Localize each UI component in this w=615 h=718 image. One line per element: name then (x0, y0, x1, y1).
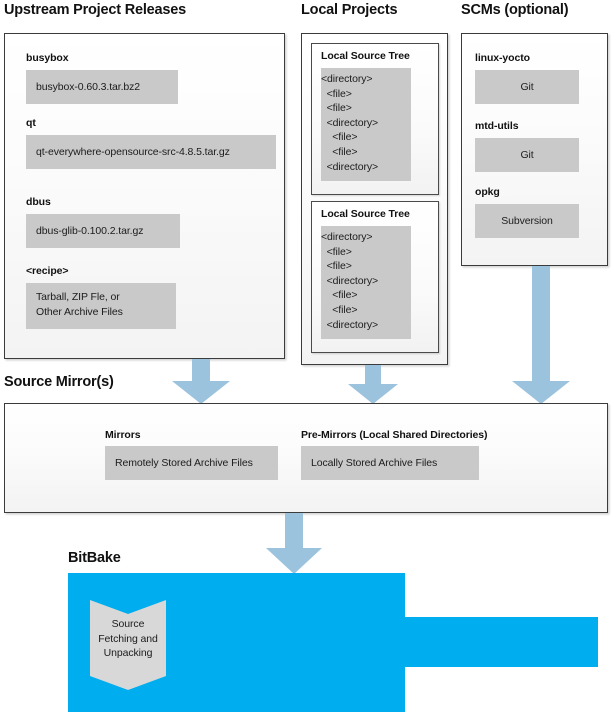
section-title-upstream: Upstream Project Releases (4, 2, 186, 18)
bitbake-body-shape (68, 573, 598, 712)
tree-row: <file> (321, 303, 358, 316)
source-mirror-label-pre-mirrors: Pre-Mirrors (Local Shared Directories) (301, 429, 488, 441)
tree-row: <file> (321, 145, 358, 158)
scm-item-value-mtd-utils: Git (475, 138, 579, 172)
recipe-value-line-1: Tarball, ZIP Fle, or (36, 291, 120, 303)
tree-row: <directory> (321, 318, 379, 331)
local-source-tree-label-2: Local Source Tree (321, 208, 410, 220)
arrow-scms-to-source-mirrors (512, 266, 570, 404)
section-title-bitbake: BitBake (68, 550, 121, 566)
process-line-3: Unpacking (103, 647, 153, 659)
tree-row: <directory> (321, 116, 379, 129)
process-line-2: Fetching and (98, 632, 158, 645)
local-source-tree-label-1: Local Source Tree (321, 50, 410, 62)
upstream-item-value-qt: qt-everywhere-opensource-src-4.8.5.tar.g… (26, 135, 276, 169)
section-title-scms: SCMs (optional) (461, 2, 569, 18)
tree-row: <file> (321, 289, 358, 302)
tree-row: <file> (321, 245, 352, 258)
upstream-item-value-recipe: Tarball, ZIP Fle, or Other Archive Files (26, 283, 176, 329)
tree-row: <file> (321, 87, 352, 100)
tree-row: <file> (321, 102, 352, 115)
upstream-item-label-dbus: dbus (26, 196, 51, 208)
source-mirror-value-pre-mirrors: Locally Stored Archive Files (301, 446, 479, 480)
local-source-tree-listing-1: <directory> <file> <file> <directory> <f… (321, 68, 411, 181)
scm-item-label-opkg: opkg (475, 186, 500, 198)
source-mirror-value-mirrors: Remotely Stored Archive Files (105, 446, 278, 480)
tree-row: <directory> (321, 160, 379, 173)
scm-item-label-linux-yocto: linux-yocto (475, 52, 530, 64)
upstream-item-label-recipe: <recipe> (26, 265, 69, 277)
tree-row: <directory> (321, 274, 379, 287)
tree-row: <file> (321, 260, 352, 273)
source-mirror-label-mirrors: Mirrors (105, 429, 141, 441)
section-title-source-mirrors: Source Mirror(s) (4, 374, 114, 390)
upstream-item-value-dbus: dbus-glib-0.100.2.tar.gz (26, 214, 180, 248)
upstream-item-label-qt: qt (26, 117, 36, 129)
tree-row: <directory> (321, 231, 373, 243)
scm-item-label-mtd-utils: mtd-utils (475, 120, 519, 132)
process-line-1: Source (111, 618, 145, 630)
upstream-item-label-busybox: busybox (26, 52, 69, 64)
section-title-local-projects: Local Projects (301, 2, 398, 18)
upstream-item-value-busybox: busybox-0.60.3.tar.bz2 (26, 70, 178, 104)
arrow-local-projects-to-source-mirrors (348, 365, 398, 404)
bitbake-process-label: Source Fetching and Unpacking (90, 617, 166, 661)
local-source-tree-listing-2: <directory> <file> <file> <directory> <f… (321, 226, 411, 339)
scm-item-value-linux-yocto: Git (475, 70, 579, 104)
arrow-source-mirrors-to-bitbake (266, 513, 322, 574)
tree-row: <directory> (321, 73, 373, 85)
scm-item-value-opkg: Subversion (475, 204, 579, 238)
recipe-value-line-2: Other Archive Files (36, 306, 123, 318)
bitbake-process-chevron (90, 600, 166, 690)
arrow-upstream-to-source-mirrors (172, 359, 230, 404)
tree-row: <file> (321, 131, 358, 144)
